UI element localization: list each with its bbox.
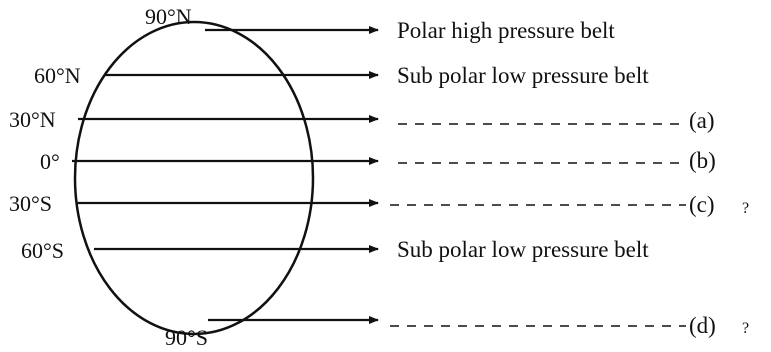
label-90n: 90°N [145, 4, 192, 29]
label-30n: 30°N [9, 107, 56, 132]
belt-subpolar-low-north: Sub polar low pressure belt [397, 63, 649, 88]
blank-label-b: (b) [689, 148, 716, 173]
question-mark-c: ? [742, 200, 749, 217]
label-60n: 60°N [34, 63, 81, 88]
label-90s: 90°S [165, 325, 208, 350]
label-60s: 60°S [21, 238, 64, 263]
question-mark-d: ? [742, 320, 749, 337]
latitude-lines [72, 26, 379, 324]
belt-polar-high-north: Polar high pressure belt [397, 18, 615, 43]
label-equator: 0° [40, 149, 60, 174]
answer-blanks [390, 123, 686, 327]
blank-label-a: (a) [689, 108, 715, 133]
belt-subpolar-low-south: Sub polar low pressure belt [397, 237, 649, 262]
blank-label-c: (c) [689, 192, 715, 217]
globe-outline [73, 20, 315, 336]
label-30s: 30°S [9, 191, 52, 216]
blank-label-d: (d) [689, 313, 716, 338]
